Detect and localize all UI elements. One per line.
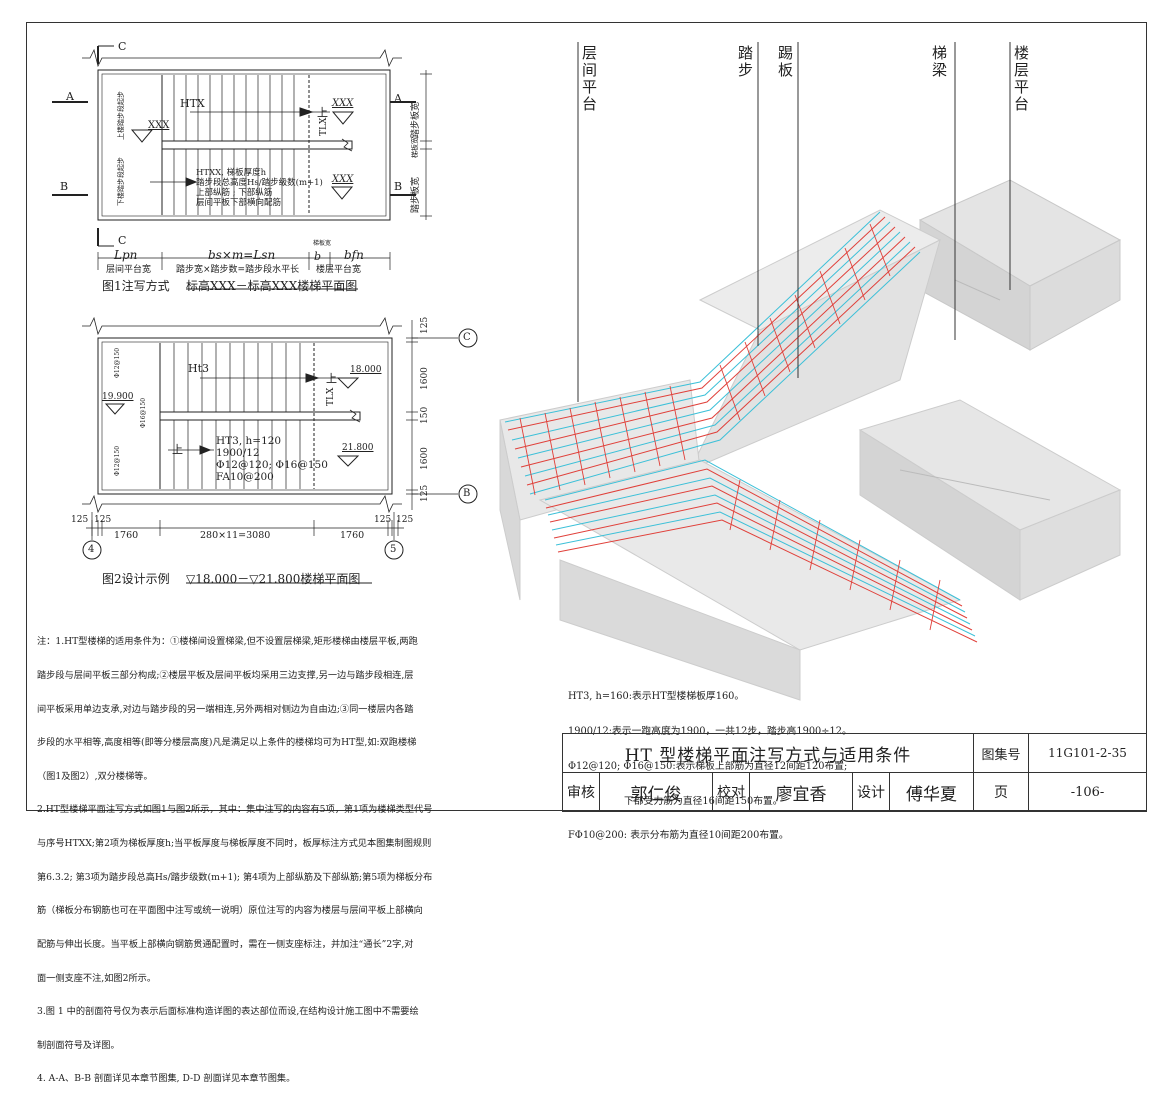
stair-type-label-2: Ht3 bbox=[188, 362, 210, 375]
dim-lpn: Lpn bbox=[114, 248, 138, 262]
figure-2-caption: 图2设计示例 bbox=[102, 572, 170, 586]
note-line: 2.HT型楼梯平面注写方式如图1与图2所示，其中：集中注写的内容有5项，第1项为… bbox=[37, 804, 433, 816]
section-b-left: B bbox=[60, 180, 69, 193]
dim-bottom-mid: 280×11=3080 bbox=[200, 530, 271, 541]
elevation-bottom: 21.800 bbox=[342, 443, 374, 453]
explanation-line: FΦ10@200: 表示分布筋为直径10间距200布置。 bbox=[568, 830, 789, 842]
note-line: 制剖面符号及详图。 bbox=[37, 1039, 120, 1051]
dim-bottom-1760b: 1760 bbox=[340, 530, 365, 541]
note-line: 面一侧支座不注,如图2所示。 bbox=[37, 972, 157, 984]
review-label: 审核 bbox=[562, 772, 600, 812]
elevation-mark-bottom: XXX bbox=[332, 174, 354, 185]
check-label: 校对 bbox=[712, 772, 750, 812]
note-line: 与序号HTXX;第2项为梯板厚度h;当平板厚度与梯板厚度不同时，板厚标注方式见本… bbox=[37, 838, 432, 850]
axis-5: 5 bbox=[390, 544, 397, 555]
designer-name: 傅华夏 bbox=[889, 772, 974, 812]
up-label-2b: 上 bbox=[172, 443, 183, 456]
section-c-bottom: C bbox=[118, 234, 127, 247]
drawing-title: HT 型楼梯平面注写方式与适用条件 bbox=[562, 733, 974, 773]
note-line: 3.图 1 中的剖面符号仅为表示后面标准构造详图的表达部位而设,在结构设计施工图… bbox=[37, 1006, 419, 1018]
iso-label-beam: 梯梁 bbox=[932, 44, 948, 79]
figure-1-title: 标高XXX－标高XXX楼梯平面图 bbox=[186, 279, 358, 293]
callout-line: 层间平板下部横向配筋 bbox=[196, 198, 282, 208]
checker-name: 廖宜香 bbox=[749, 772, 853, 812]
axis-b: B bbox=[463, 488, 471, 499]
callout-line: FA10@200 bbox=[216, 471, 274, 483]
sub-mid: 踏步宽×踏步数=踏步段水平长 bbox=[176, 265, 300, 275]
page-number: -106- bbox=[1028, 772, 1147, 812]
note-line: 第6.3.2; 第3项为踏步段总高Hs/踏步级数(m+1); 第4项为上部纵筋及… bbox=[37, 871, 433, 883]
dim-small: 梯板宽 bbox=[313, 240, 332, 247]
title-block: HT 型楼梯平面注写方式与适用条件 图集号 11G101-2-35 审核 郭仁俊… bbox=[562, 733, 1147, 812]
explanation-line: HT3, h=160:表示HT型楼梯板厚160。 bbox=[568, 691, 745, 703]
explanation-line: 1900/12:表示一跑高度为1900，一共12步，踏步高1900÷12。 bbox=[568, 725, 852, 737]
callout-line: 踏步段总高度Hs/踏步级数(m+1) bbox=[196, 178, 323, 188]
callout-block-2: HT3, h=120 1900/12 Φ12@120; Φ16@150 FA10… bbox=[216, 435, 328, 483]
note-line: 配筋与伸出长度。当平板上部横向钢筋贯通配置时，需在一侧支座标注，并加注“通长”2… bbox=[37, 938, 414, 950]
callout-line: 1900/12 bbox=[216, 447, 260, 459]
up-label-2a: 上 bbox=[326, 372, 337, 385]
dim-bfn: bfn bbox=[344, 248, 364, 262]
atlas-number: 11G101-2-35 bbox=[1028, 733, 1147, 773]
note-line: 步段的水平相等,高度相等(即等分楼层高度)凡是满足以上条件的楼梯均可为HT型,如… bbox=[37, 737, 417, 749]
callout-line: Φ12@120; Φ16@150 bbox=[216, 459, 328, 471]
note-line: 筋（梯板分布钢筋也可在平面图中注写或统一说明）原位注写的内容为楼层与层间平板上部… bbox=[37, 905, 423, 917]
note-line: （图1及图2）,双分楼梯等。 bbox=[37, 770, 153, 782]
design-label: 设计 bbox=[852, 772, 890, 812]
figure-2-title: ▽18.000－▽21.800楼梯平面图 bbox=[186, 572, 361, 586]
dim-bottom-1760a: 1760 bbox=[114, 530, 139, 541]
iso-label-floor: 楼层平台 bbox=[1014, 44, 1030, 113]
dim-bottom-125a: 125 bbox=[71, 515, 89, 525]
note-line: 间平板采用单边支承,对边与踏步段的另一端相连,另外两相对侧边为自由边;③同一楼层… bbox=[37, 703, 414, 715]
section-c-top: C bbox=[118, 40, 127, 53]
note-line: 踏步段与层间平板三部分构成;②楼层平板及层间平板均采用三边支撑,另一边与踏步段相… bbox=[37, 670, 414, 682]
callout-line: 上部纵筋 ; 下部纵筋 bbox=[196, 188, 273, 198]
dim-b: b bbox=[314, 250, 322, 263]
sub-right: 楼层平台宽 bbox=[316, 265, 362, 275]
dim-bottom-125b: 125 bbox=[94, 515, 112, 525]
sub-left: 层间平台宽 bbox=[106, 265, 152, 275]
iso-label-tread: 踏步 bbox=[738, 44, 754, 79]
elevation-mark-top: XXX bbox=[332, 98, 354, 109]
iso-label-interfloor: 层间平台 bbox=[582, 44, 598, 113]
general-notes: 注：1.HT型楼梯的适用条件为：①楼梯间设置梯梁,但不设置层梯梁,矩形楼梯由楼层… bbox=[37, 614, 432, 1096]
figure-2-plan bbox=[82, 316, 478, 584]
axis-4: 4 bbox=[88, 544, 95, 555]
section-a-left: A bbox=[66, 90, 74, 103]
note-line: 4. A-A、B-B 剖面详见本章节图集, D-D 剖面详见本章节图集。 bbox=[37, 1073, 296, 1085]
atlas-label: 图集号 bbox=[973, 733, 1029, 773]
isometric-stair-rebar-view bbox=[499, 42, 1122, 701]
elevation-left: 19.900 bbox=[102, 392, 134, 402]
elevation-mark-left: XXX bbox=[148, 120, 170, 131]
dim-bottom-125d: 125 bbox=[396, 515, 414, 525]
dim-bottom-125c: 125 bbox=[374, 515, 392, 525]
section-a-right: A bbox=[394, 92, 402, 105]
section-b-right: B bbox=[394, 180, 403, 193]
axis-c: C bbox=[463, 332, 471, 343]
dim-lsn: bs×m=Lsn bbox=[208, 248, 276, 262]
callout-line: HT3, h=120 bbox=[216, 435, 282, 447]
note-line: 注：1.HT型楼梯的适用条件为：①楼梯间设置梯梁,但不设置层梯梁,矩形楼梯由楼层… bbox=[37, 636, 418, 648]
callout-block-1: HTXX, 梯板厚度h 踏步段总高度Hs/踏步级数(m+1) 上部纵筋 ; 下部… bbox=[196, 168, 323, 208]
reviewer-name: 郭仁俊 bbox=[599, 772, 713, 812]
figure-1-caption: 图1注写方式 bbox=[102, 279, 170, 293]
stair-type-label: HTX bbox=[180, 97, 205, 110]
up-label: 上 bbox=[317, 106, 328, 119]
elevation-top: 18.000 bbox=[350, 365, 382, 375]
iso-label-riser: 踢板 bbox=[778, 44, 794, 79]
callout-line: HTXX, 梯板厚度h bbox=[196, 168, 267, 178]
page-label: 页 bbox=[973, 772, 1029, 812]
figure-1-plan bbox=[52, 45, 432, 290]
